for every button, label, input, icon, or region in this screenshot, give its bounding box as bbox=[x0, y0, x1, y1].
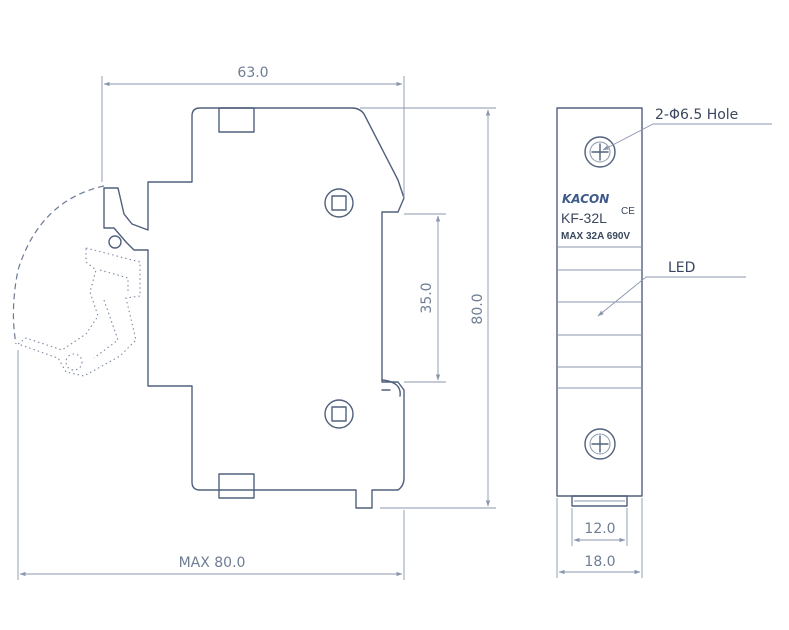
carrier-open-position bbox=[16, 247, 141, 377]
dim-front-width-label: 18.0 bbox=[584, 554, 615, 570]
terminal-bottom bbox=[324, 399, 354, 429]
ce-mark: CE bbox=[621, 206, 635, 217]
side-body-outline bbox=[103, 107, 405, 509]
front-screw-bottom-icon bbox=[584, 428, 616, 460]
led-callout-label: LED bbox=[668, 260, 695, 276]
din-latch bbox=[381, 379, 401, 397]
callout-led: LED bbox=[597, 260, 746, 317]
dimension-rail: 35.0 bbox=[404, 213, 446, 383]
dim-height-label: 80.0 bbox=[470, 293, 486, 324]
terminal-top bbox=[324, 188, 354, 218]
dimension-height: 80.0 bbox=[360, 107, 496, 509]
hinge-pin bbox=[108, 235, 122, 249]
dimension-front-width: 18.0 bbox=[556, 498, 643, 578]
dim-max-depth-label: MAX 80.0 bbox=[179, 555, 246, 571]
side-view bbox=[12, 107, 405, 509]
dim-top-width-label: 63.0 bbox=[237, 65, 268, 81]
model-label: KF-32L bbox=[561, 210, 607, 226]
hole-callout-label: 2-Φ6.5 Hole bbox=[655, 107, 738, 123]
top-clip bbox=[218, 107, 255, 133]
front-bottom-slot bbox=[571, 495, 628, 507]
rating-label: MAX 32A 690V bbox=[561, 231, 630, 242]
front-screw-top-icon bbox=[584, 136, 616, 168]
front-view: KACON CE KF-32L MAX 32A 690V bbox=[556, 107, 643, 507]
dim-rail-label: 35.0 bbox=[419, 282, 435, 313]
bottom-clip bbox=[218, 473, 255, 499]
dimension-max-depth: MAX 80.0 bbox=[17, 350, 405, 580]
opening-arc bbox=[12, 185, 105, 345]
callout-hole: 2-Φ6.5 Hole bbox=[602, 107, 772, 151]
brand-logo: KACON bbox=[562, 192, 609, 206]
dimension-top-width: 63.0 bbox=[101, 65, 405, 198]
dim-front-inner-label: 12.0 bbox=[584, 521, 615, 537]
dimension-front-inner: 12.0 bbox=[571, 508, 628, 546]
